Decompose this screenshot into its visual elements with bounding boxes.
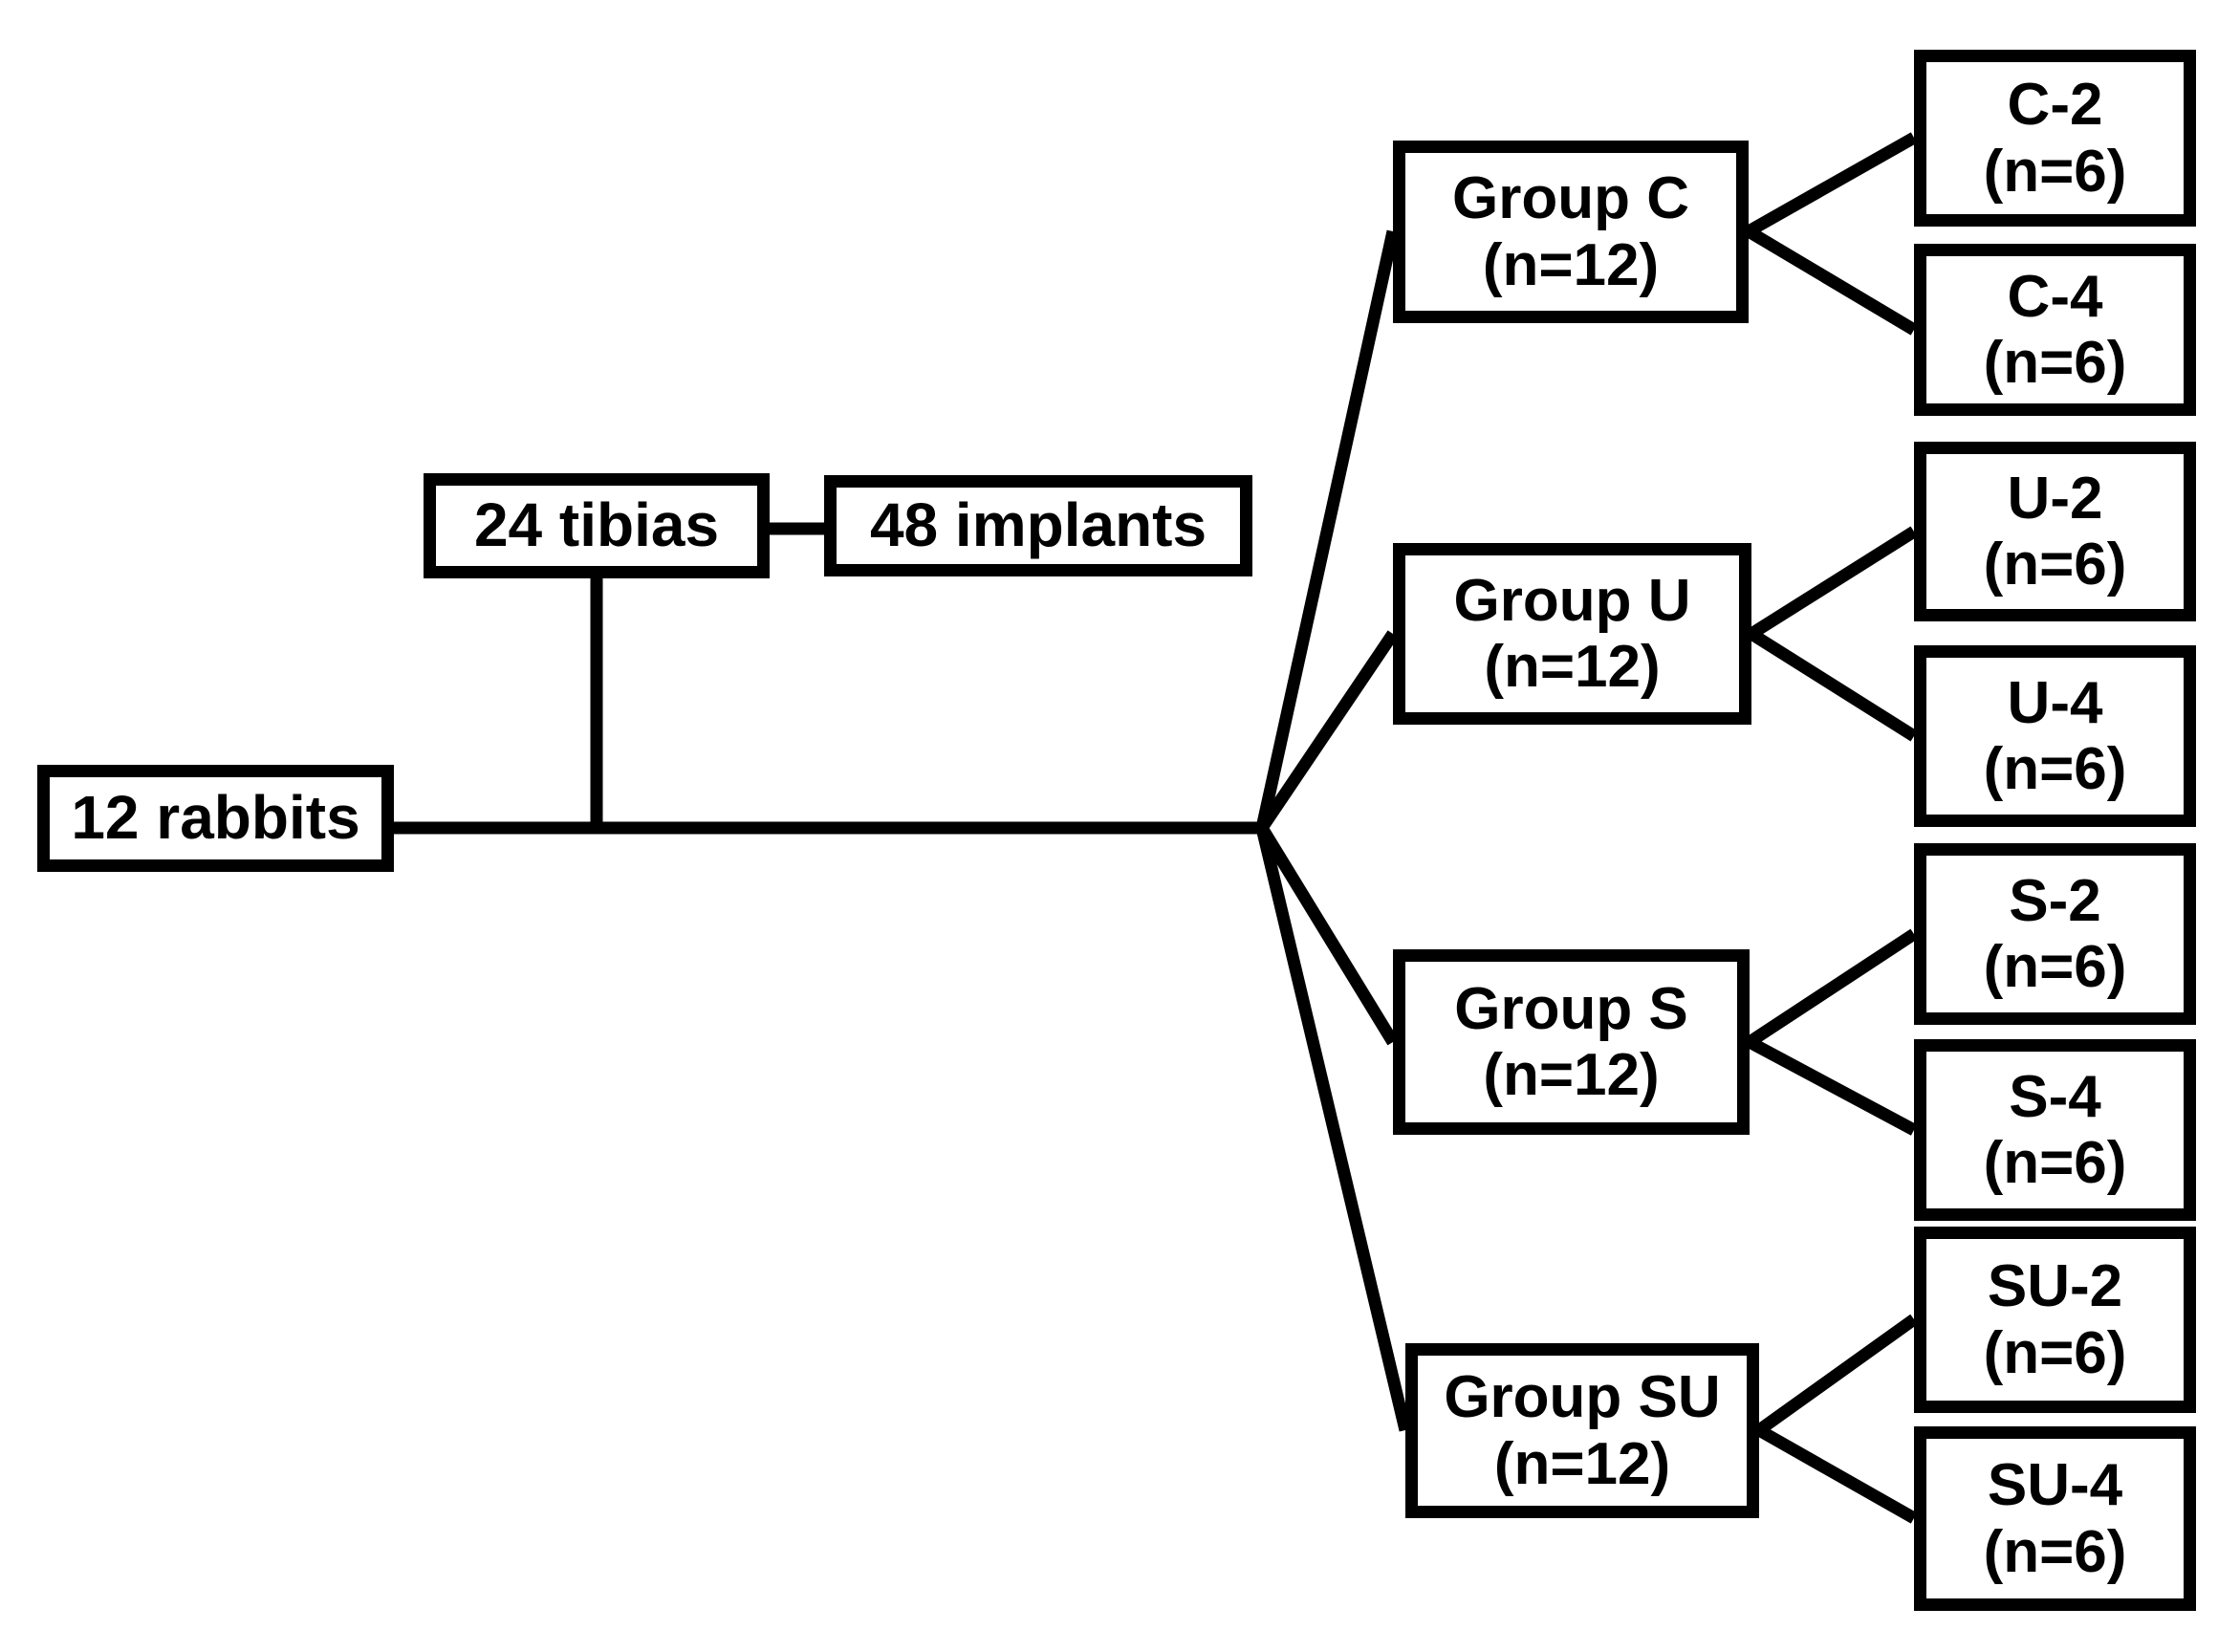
node-label: SU-2 bbox=[1987, 1253, 2123, 1320]
node-count: (n=6) bbox=[1983, 138, 2127, 205]
node-count: (n=12) bbox=[1483, 1042, 1660, 1108]
node-label: Group C bbox=[1452, 165, 1689, 232]
node-c-4: C-4 (n=6) bbox=[1914, 244, 2196, 416]
node-count: (n=12) bbox=[1482, 231, 1660, 298]
edge-group-s-s2 bbox=[1746, 928, 1918, 1048]
node-label: S-2 bbox=[2009, 867, 2101, 934]
node-label: Group SU bbox=[1444, 1364, 1721, 1431]
node-label: Group S bbox=[1454, 975, 1688, 1042]
node-count: (n=6) bbox=[1983, 934, 2127, 1000]
node-label: Group U bbox=[1453, 567, 1691, 634]
node-count: (n=12) bbox=[1484, 634, 1661, 700]
node-count: (n=6) bbox=[1983, 532, 2127, 598]
edge-group-u-u4 bbox=[1748, 628, 1918, 742]
node-su-4: SU-4 (n=6) bbox=[1914, 1426, 2196, 1611]
node-label: C-4 bbox=[2007, 263, 2103, 330]
node-label: 12 rabbits bbox=[71, 783, 360, 853]
edge-group-su-su2 bbox=[1755, 1314, 1918, 1436]
node-label: S-4 bbox=[2009, 1063, 2101, 1130]
node-12-rabbits: 12 rabbits bbox=[37, 765, 394, 872]
node-label: 24 tibias bbox=[473, 490, 720, 560]
node-label: C-2 bbox=[2007, 72, 2103, 139]
node-count: (n=12) bbox=[1493, 1430, 1671, 1497]
edge-group-c-c4 bbox=[1745, 226, 1918, 336]
node-group-u: Group U (n=12) bbox=[1393, 543, 1751, 725]
node-s-4: S-4 (n=6) bbox=[1914, 1039, 2196, 1221]
edge-trunk-group-su bbox=[1255, 826, 1412, 1432]
node-c-2: C-2 (n=6) bbox=[1914, 50, 2196, 227]
edge-group-su-su4 bbox=[1755, 1424, 1918, 1524]
edge-trunk-group-c bbox=[1255, 229, 1400, 830]
node-48-implants: 48 implants bbox=[824, 475, 1252, 576]
node-s-2: S-2 (n=6) bbox=[1914, 843, 2196, 1025]
node-count: (n=6) bbox=[1983, 736, 2127, 802]
node-label: 48 implants bbox=[869, 490, 1207, 560]
node-u-2: U-2 (n=6) bbox=[1914, 442, 2196, 621]
node-label: SU-4 bbox=[1987, 1452, 2123, 1519]
node-label: U-2 bbox=[2007, 465, 2103, 532]
node-group-s: Group S (n=12) bbox=[1393, 949, 1750, 1135]
node-su-2: SU-2 (n=6) bbox=[1914, 1227, 2196, 1413]
edge-trunk-group-s bbox=[1256, 824, 1399, 1046]
edge-group-u-u2 bbox=[1748, 526, 1918, 640]
node-u-4: U-4 (n=6) bbox=[1914, 645, 2196, 827]
node-label: U-4 bbox=[2007, 669, 2103, 736]
edge-group-c-c2 bbox=[1745, 132, 1918, 237]
node-count: (n=6) bbox=[1983, 1319, 2127, 1386]
node-count: (n=6) bbox=[1983, 1518, 2127, 1585]
node-group-c: Group C (n=12) bbox=[1393, 141, 1749, 323]
node-group-su: Group SU (n=12) bbox=[1405, 1343, 1759, 1518]
edge-group-s-s4 bbox=[1746, 1036, 1918, 1136]
node-24-tibias: 24 tibias bbox=[424, 473, 770, 578]
node-count: (n=6) bbox=[1983, 330, 2127, 396]
node-count: (n=6) bbox=[1983, 1130, 2127, 1196]
edge-trunk-group-u bbox=[1256, 630, 1399, 832]
